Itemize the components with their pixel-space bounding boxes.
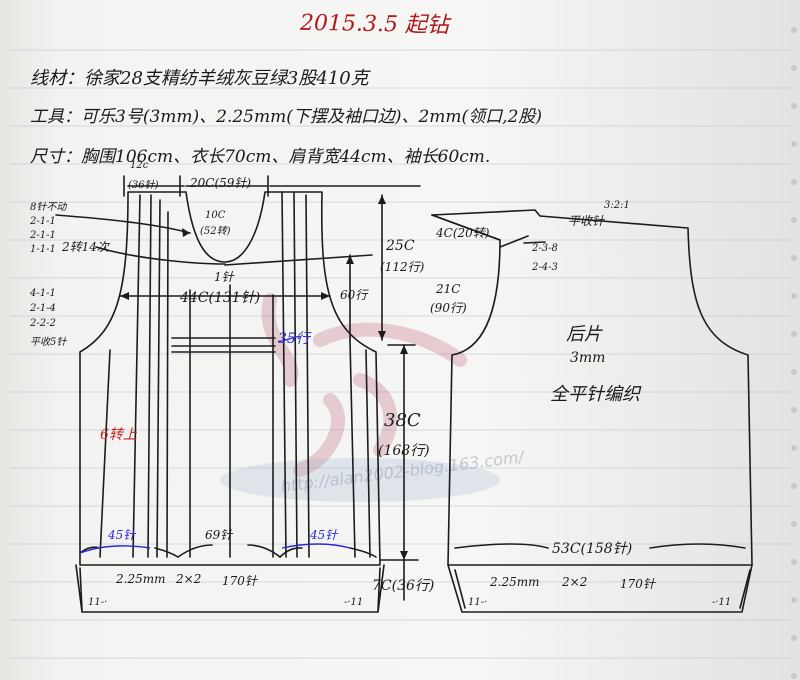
binding-hole	[791, 483, 797, 489]
binding-hole	[791, 179, 797, 185]
front-hem	[75, 564, 385, 613]
dec-arm-item: 平收5针	[30, 337, 67, 348]
dec-top-item: 2-1-1	[30, 230, 56, 241]
dec-top-list: 8针不动 2-1-1 2-1-1 1-1-1	[30, 198, 66, 255]
back-corner-right: -·11	[712, 597, 732, 608]
binding-hole	[791, 635, 797, 641]
binding-hole	[791, 407, 797, 413]
armhole-rows: 60行	[340, 288, 368, 302]
back-armhole: 21C	[436, 282, 461, 296]
binding-hole	[791, 255, 797, 261]
back-needle: 3mm	[570, 350, 606, 366]
front-hem-needle: 2.25mm	[116, 572, 166, 586]
shoulder-width: 20C(59针)	[190, 176, 252, 190]
neck-depth-stitches: (52转)	[200, 226, 231, 237]
binding-hole	[791, 673, 797, 679]
spec-tools: 工具：可乐3号(3mm)、2.25mm(下摆及袖口边)、2mm(领口,2股)	[30, 107, 543, 127]
binding-hole	[791, 559, 797, 565]
binding-hole	[791, 293, 797, 299]
back-hem	[447, 564, 753, 613]
dec-top-item: 8针不动	[30, 202, 67, 213]
back-outline	[431, 209, 753, 566]
dec-arm-item: 2-2-2	[30, 318, 56, 329]
binding-hole	[791, 445, 797, 451]
dec-arm-item: 4-1-1	[30, 288, 56, 299]
length-38-rows: (168行)	[378, 443, 430, 459]
back-hem-rib: 2×2	[562, 575, 588, 589]
binding-hole	[791, 521, 797, 527]
length-25-rows: (112行)	[380, 260, 425, 274]
back-method: 全平针编织	[550, 384, 640, 405]
dec-arm-item: 2-1-4	[30, 303, 56, 314]
neck-depth: 10C	[205, 210, 226, 221]
dec-neck: 2转14次	[62, 240, 109, 254]
spec-size: 尺寸：胸围106cm、衣长70cm、肩背宽44cm、袖长60cm.	[30, 147, 491, 167]
binding-hole	[791, 217, 797, 223]
back-corner-left: 11-·	[468, 597, 488, 608]
length-38: 38C	[384, 410, 421, 431]
back-hem-stitches: 170针	[620, 577, 655, 591]
chest-width: 44C(131针)	[180, 290, 261, 306]
binding-hole	[791, 141, 797, 147]
binding-hole	[791, 65, 797, 71]
front-corner-left: 11-·	[88, 597, 108, 608]
width-mid: 69针	[205, 528, 233, 542]
binding-hole	[791, 331, 797, 337]
back-shoulder-ratio: 3:2:1	[604, 200, 630, 211]
back-neck-width: 4C(20转)	[436, 226, 490, 240]
binding-hole	[791, 369, 797, 375]
binding-hole	[791, 27, 797, 33]
one-stitch: 1针	[214, 270, 234, 284]
front-hem-stitches: 170针	[222, 574, 257, 588]
dec-arm-list: 4-1-1 2-1-4 2-2-2 平收5针	[30, 288, 66, 348]
back-hem-needle: 2.25mm	[490, 575, 540, 589]
back-shoulder-flat: 平收针	[568, 214, 605, 228]
binding-hole	[791, 597, 797, 603]
width-right: 45针	[310, 528, 338, 542]
binding-hole	[791, 103, 797, 109]
dec-top-item: 2-1-1	[30, 216, 56, 227]
dec-top-item: 1-1-1	[30, 244, 56, 255]
back-shoulder-dec-2: 2-4-3	[532, 262, 558, 273]
hem-height: 7C(36行)	[372, 578, 435, 594]
red-note: 6转上	[100, 427, 137, 443]
back-label: 后片	[566, 324, 602, 345]
front-outline	[79, 191, 381, 566]
length-25: 25C	[386, 238, 415, 254]
cable-rows: 35行	[278, 331, 310, 347]
back-width: 53C(158针)	[552, 541, 633, 557]
back-shoulder-dec-1: 2-3-8	[532, 243, 558, 254]
spec-yarn: 线材：徐家28支精纺羊绒灰豆绿3股410克	[30, 68, 369, 89]
neck-width-stitches: (36针)	[128, 180, 159, 191]
front-hem-rib: 2×2	[176, 572, 202, 586]
front-corner-right: -·11	[344, 597, 364, 608]
back-armhole-rows: (90行)	[430, 301, 467, 315]
width-left: 45针	[108, 528, 136, 542]
neck-width-top: 12c	[130, 160, 149, 171]
